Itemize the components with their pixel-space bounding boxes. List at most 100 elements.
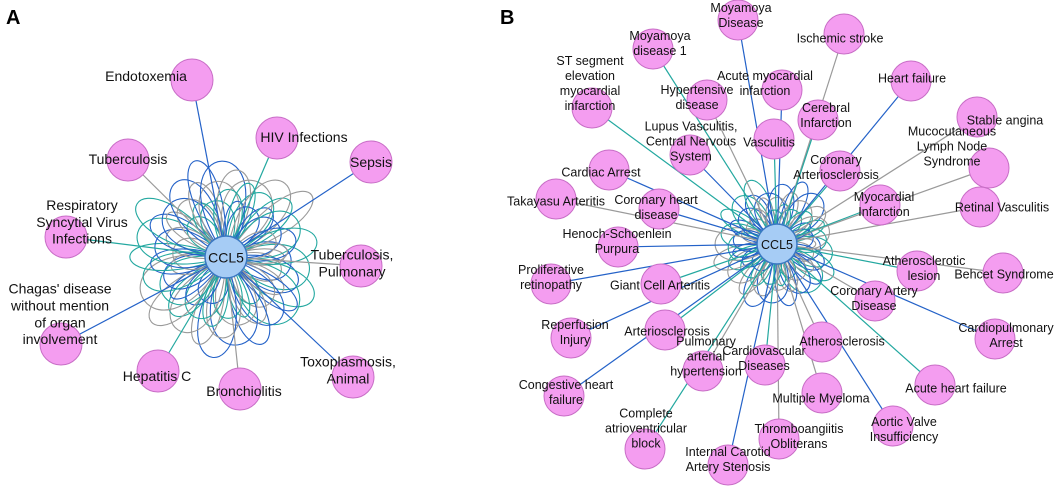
- panel-b-label-heartfail: Heart failure: [878, 71, 946, 85]
- panel-b-node-cereb[interactable]: [797, 99, 839, 141]
- panel-b-node-arterio[interactable]: [644, 309, 686, 351]
- panel-a-loop-edge: [225, 248, 285, 266]
- panel-a-loop-edge: [225, 216, 282, 259]
- panel-b-node-prolif[interactable]: [530, 263, 572, 305]
- panel-b-edge-pah: [702, 243, 778, 372]
- panel-b-node-stemi[interactable]: [571, 87, 613, 129]
- panel-b-node-cardarr[interactable]: [588, 149, 630, 191]
- panel-a-loop-edge: [225, 227, 318, 265]
- panel-a-loop-edge: [186, 216, 227, 258]
- panel-a-loop-edge: [209, 256, 258, 346]
- panel-b-node-gca[interactable]: [640, 263, 682, 305]
- panel-a-loop-edge: [166, 211, 227, 258]
- panel-b-node-thrombo[interactable]: [758, 418, 800, 460]
- panel-a-edge-chagas: [60, 256, 227, 345]
- panel-b-node-cavb[interactable]: [624, 428, 666, 470]
- panel-a-loop-edge: [225, 256, 268, 324]
- panel-a-loop-edge: [139, 254, 227, 311]
- panel-b-node-hypert[interactable]: [686, 79, 728, 121]
- panel-b-loop-edge: [776, 228, 827, 253]
- panel-a-edge-rsv: [65, 236, 227, 258]
- panel-b-label-behcet: Behcet Syndrome: [954, 267, 1053, 281]
- panel-b-loop-edge: [776, 236, 833, 268]
- panel-b-node-moya[interactable]: [717, 0, 759, 41]
- panel-b-node-mm[interactable]: [801, 372, 843, 414]
- panel-b-node-takay[interactable]: [535, 178, 577, 220]
- panel-b-node-chf[interactable]: [543, 375, 585, 417]
- panel-b-node-isch[interactable]: [823, 13, 865, 55]
- panel-b-node-mucocut[interactable]: [968, 147, 1010, 189]
- panel-a-node-tuberculosis[interactable]: [106, 138, 150, 182]
- panel-b-node-athlesion[interactable]: [896, 250, 938, 292]
- panel-b-node-stable[interactable]: [956, 96, 998, 138]
- panel-a-loop-edge: [225, 256, 298, 312]
- panel-b-loop-edge: [776, 243, 824, 294]
- panel-b-node-heartfail[interactable]: [890, 60, 932, 102]
- panel-a-label-sepsis: Sepsis: [350, 154, 392, 170]
- panel-b-label-retvas: Retinal Vasculitis: [955, 200, 1049, 214]
- panel-a-loop-edge: [154, 228, 227, 269]
- panel-b-edge-cardarr: [608, 169, 778, 245]
- panel-a-loop-edge: [184, 256, 228, 320]
- panel-b-node-athero[interactable]: [801, 321, 843, 363]
- panel-b-node-corart[interactable]: [819, 150, 861, 192]
- panel-b-loop-edge: [737, 207, 778, 245]
- panel-a-loop-edge: [198, 181, 240, 258]
- panel-a-loop-edge: [188, 182, 227, 258]
- panel-a-edge-tuberculosis: [127, 159, 227, 258]
- panel-b-hub-node[interactable]: [756, 223, 798, 265]
- panel-b-label-mm: Multiple Myeloma: [772, 391, 869, 405]
- panel-b-loop-edge: [714, 227, 778, 261]
- panel-b-label-cardarr: Cardiac Arrest: [561, 165, 641, 179]
- panel-b-node-icas[interactable]: [707, 444, 749, 486]
- panel-a-node-rsv[interactable]: [44, 215, 88, 259]
- panel-b-node-lupus[interactable]: [669, 134, 711, 176]
- panel-b-label-takay: Takayasu Arteritis: [507, 194, 605, 208]
- panel-b-node-cvd[interactable]: [744, 344, 786, 386]
- panel-b-node-avi[interactable]: [872, 405, 914, 447]
- panel-a-node-sepsis[interactable]: [349, 140, 393, 184]
- panel-b-node-henoch[interactable]: [597, 226, 639, 268]
- panel-a-edge-toxo: [225, 256, 354, 378]
- panel-b-node-vascul[interactable]: [753, 118, 795, 160]
- panel-a-loop-edge: [223, 200, 246, 258]
- panel-b-node-ahf[interactable]: [914, 364, 956, 406]
- panel-b-loop-edge: [776, 233, 821, 261]
- panel-b-edge-cavb: [644, 243, 778, 450]
- panel-a-node-bronch[interactable]: [218, 367, 262, 411]
- panel-b-node-cad[interactable]: [854, 280, 896, 322]
- panel-b-edge-mm: [776, 243, 823, 394]
- panel-b-node-reperf[interactable]: [550, 317, 592, 359]
- panel-b-letter: B: [500, 7, 514, 29]
- panel-b-node-behcet[interactable]: [982, 252, 1024, 294]
- panel-a-node-toxo[interactable]: [331, 355, 375, 399]
- panel-a-node-hepc[interactable]: [136, 349, 180, 393]
- panel-b-node-moya1[interactable]: [632, 28, 674, 70]
- panel-b-edge-ami: [776, 89, 783, 245]
- panel-a-node-hiv[interactable]: [255, 116, 299, 160]
- panel-b-node-pah[interactable]: [682, 350, 724, 392]
- panel-a-label-toxo: Toxoplasmosis,Animal: [300, 354, 396, 387]
- panel-a-node-endotoxemia[interactable]: [170, 58, 214, 102]
- panel-a-node-tb-pulm[interactable]: [339, 244, 383, 288]
- panel-a-hub-node[interactable]: [204, 235, 248, 279]
- panel-b-node-ami[interactable]: [761, 69, 803, 111]
- panel-b-node-mi[interactable]: [859, 184, 901, 226]
- panel-a-node-chagas[interactable]: [39, 322, 83, 366]
- panel-b-node-chd[interactable]: [638, 188, 680, 230]
- panel-b-node-cardpulm[interactable]: [974, 318, 1016, 360]
- panel-b-edge-behcet: [776, 243, 1004, 274]
- panel-b-node-retvas[interactable]: [959, 186, 1001, 228]
